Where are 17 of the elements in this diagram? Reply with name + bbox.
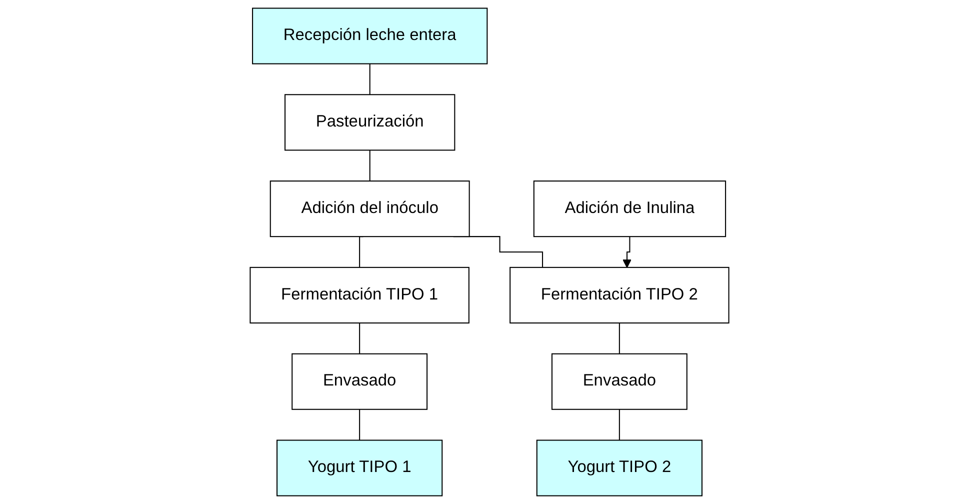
node-box: Adición de Inulina: [533, 180, 726, 238]
connector: [618, 408, 620, 440]
node-box: Fermentación TIPO 2: [510, 266, 730, 324]
connector: [369, 63, 370, 95]
connector: [359, 408, 360, 440]
connector: [618, 322, 620, 354]
node-box: Envasado: [551, 353, 688, 410]
arrow: [622, 236, 632, 268]
node-box: Yogurt TIPO 2: [536, 440, 702, 496]
connector: [369, 150, 370, 182]
node-box: Adición del inóculo: [270, 180, 470, 238]
node-box: Recepción leche entera: [252, 8, 488, 64]
node-box: Pasteurización: [284, 94, 456, 151]
connector: [359, 322, 360, 354]
node-box: Fermentación TIPO 1: [250, 266, 470, 324]
node-box: Envasado: [292, 353, 428, 410]
node-box: Yogurt TIPO 1: [276, 440, 443, 496]
